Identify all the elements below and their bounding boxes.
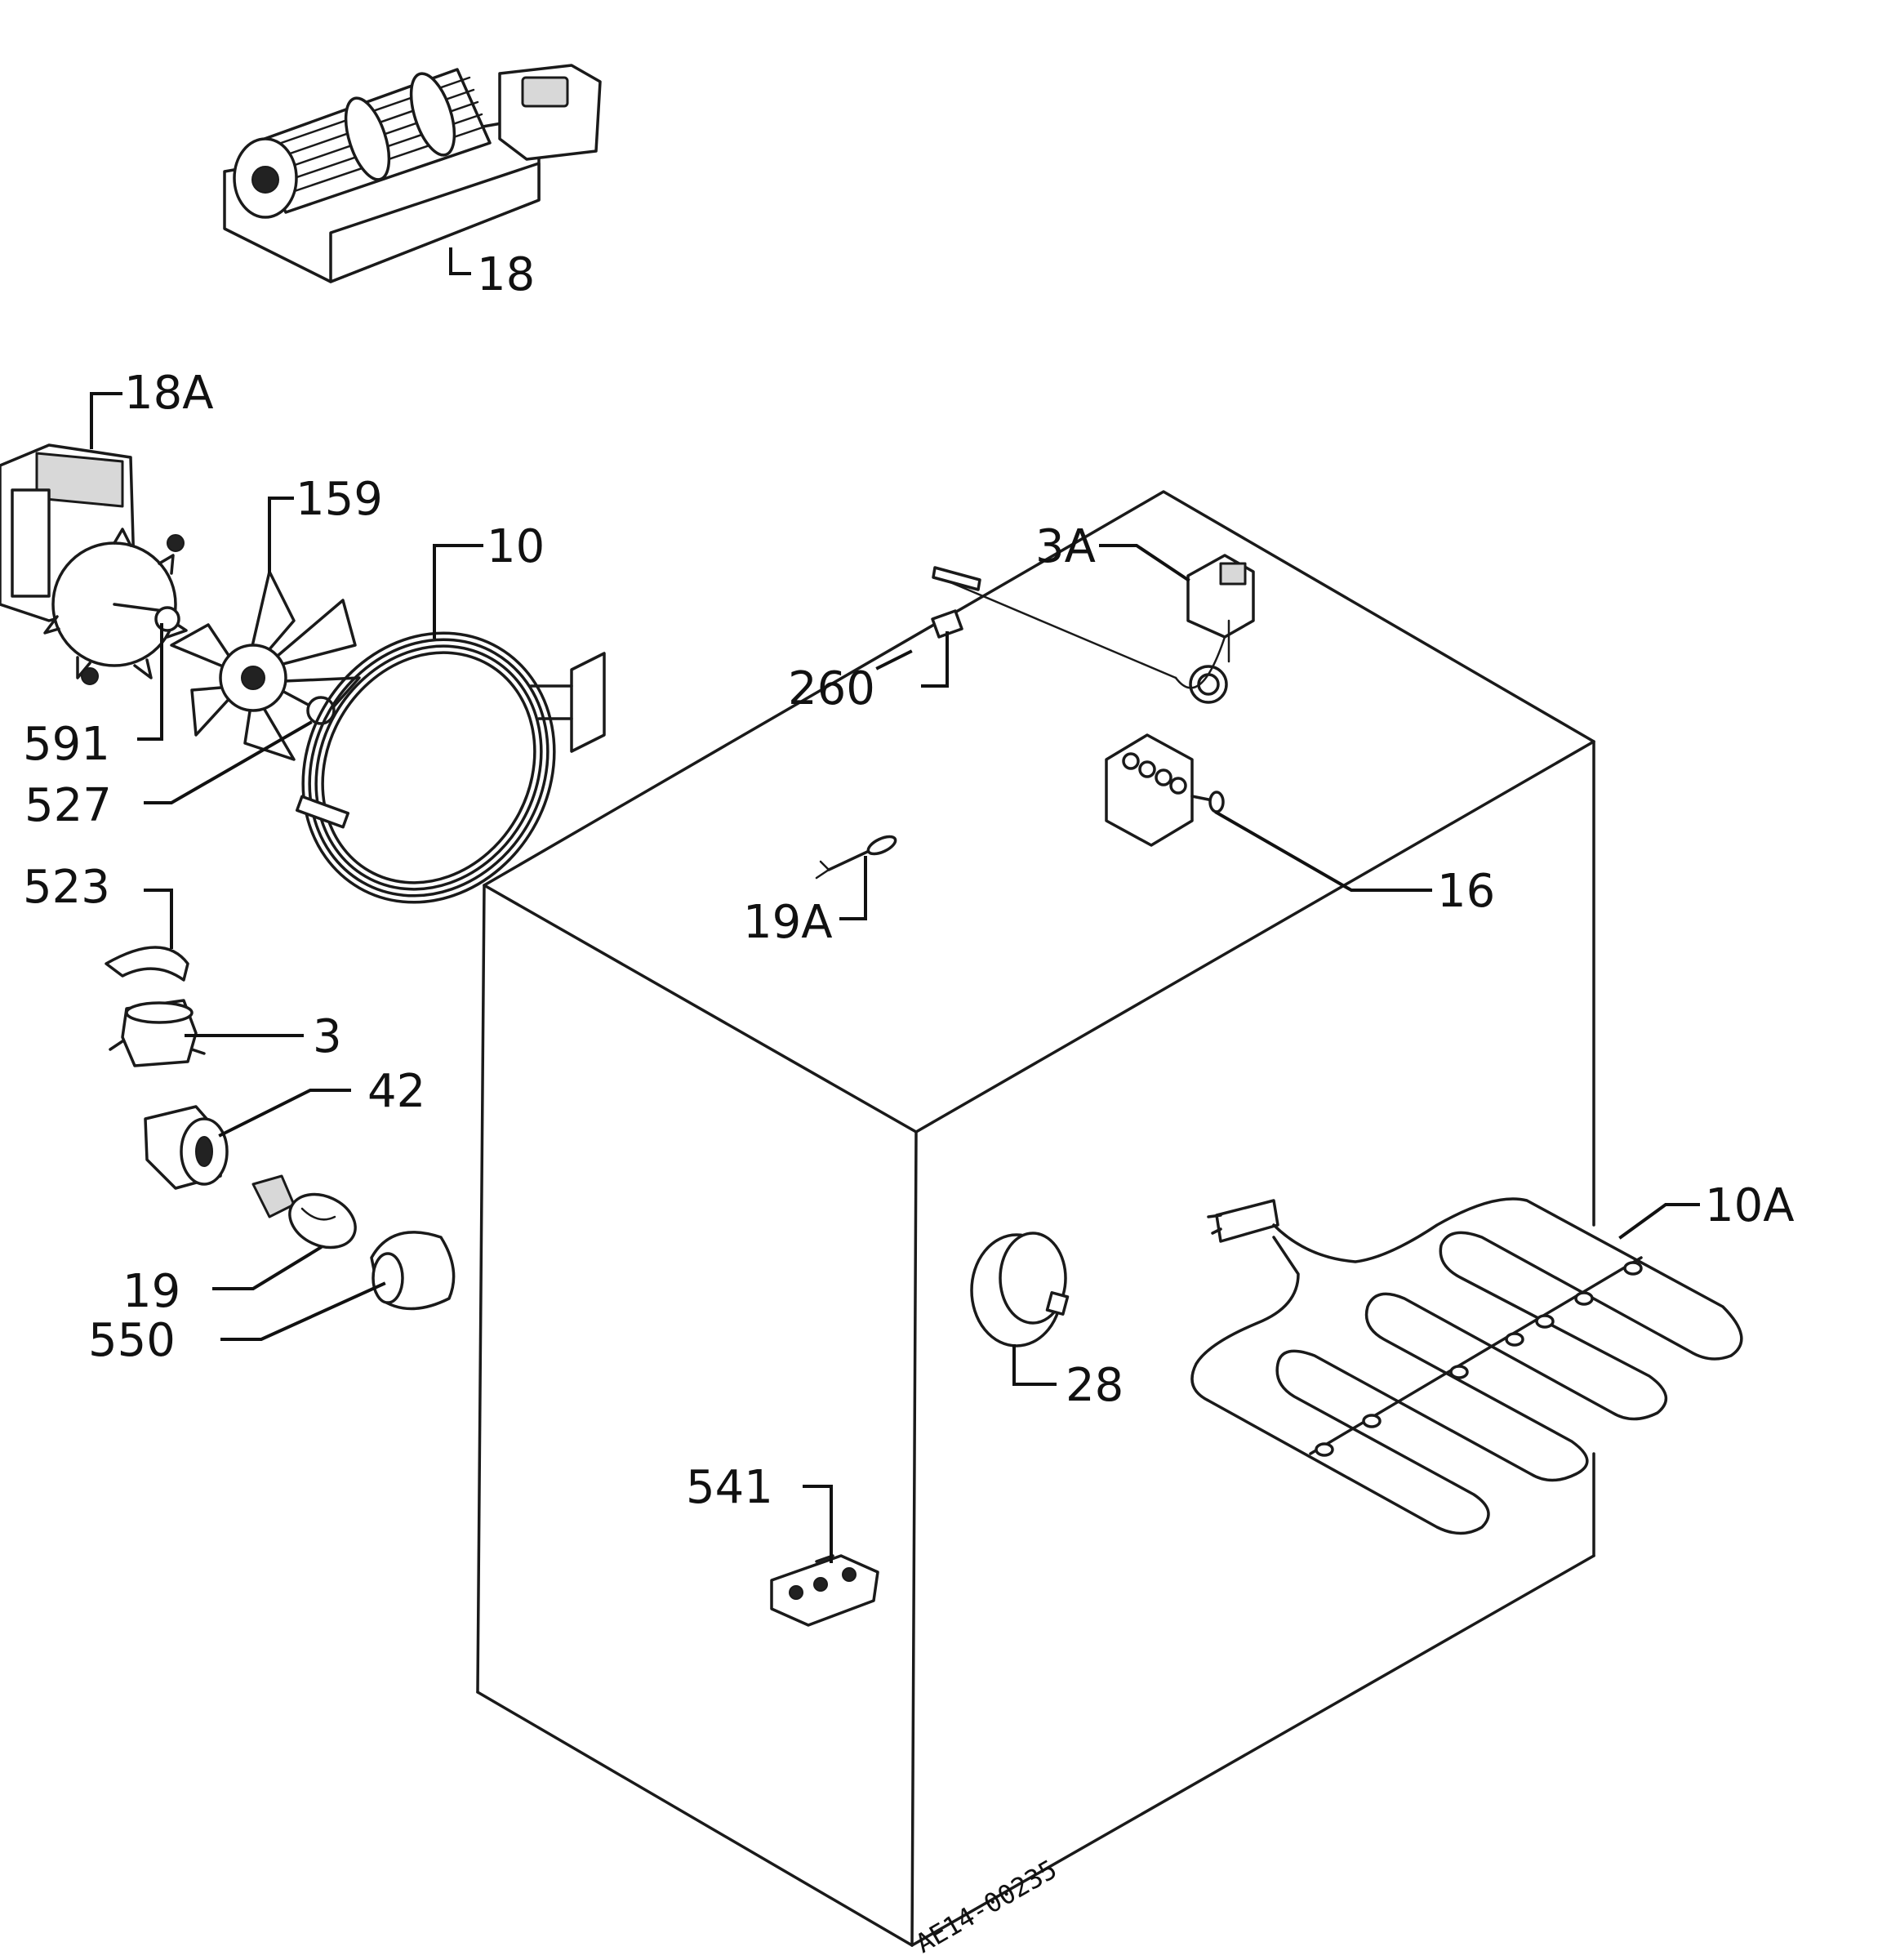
label-523: 523 [23,861,110,914]
label-18: 18 [477,248,535,301]
oven-cavity [476,490,1595,1947]
clip-part [105,946,189,982]
thermostat-part [932,554,1255,704]
terminal-block-part [770,1554,879,1627]
fan-blade-part [170,570,361,761]
sensor-part [815,835,897,880]
lamp-bulb-part [251,1174,357,1250]
label-10: 10 [487,520,545,573]
selector-switch-part [1105,733,1225,847]
label-591: 591 [23,718,110,771]
circular-element-part [295,631,606,904]
label-3a: 3A [1035,520,1096,573]
label-550: 550 [88,1314,176,1367]
label-28: 28 [1066,1359,1124,1412]
leader-lines [90,247,1700,1563]
tangential-fan-part [223,64,602,283]
label-42: 42 [367,1065,425,1118]
grill-element-part [1190,1197,1743,1535]
label-159: 159 [296,473,383,526]
label-19a: 19A [743,896,833,949]
part-labels: 18 18A 159 10 591 527 523 3 42 19 550 3A… [23,248,1795,1959]
timer-part [970,1232,1070,1348]
label-527: 527 [24,779,112,832]
label-16: 16 [1437,865,1495,918]
drawing-code: AE14-00235 [910,1854,1062,1959]
label-19: 19 [122,1265,180,1318]
capillary-clip-part [931,609,963,639]
label-260: 260 [788,662,875,715]
safety-thermostat-part [109,999,206,1067]
label-10a: 10A [1705,1179,1795,1232]
label-3: 3 [313,1010,342,1063]
lamp-cover-part [370,1231,456,1311]
label-18a: 18A [124,367,214,420]
fan-motor-part [0,443,188,685]
lamp-holder-part [144,1105,229,1190]
label-541: 541 [686,1461,773,1514]
